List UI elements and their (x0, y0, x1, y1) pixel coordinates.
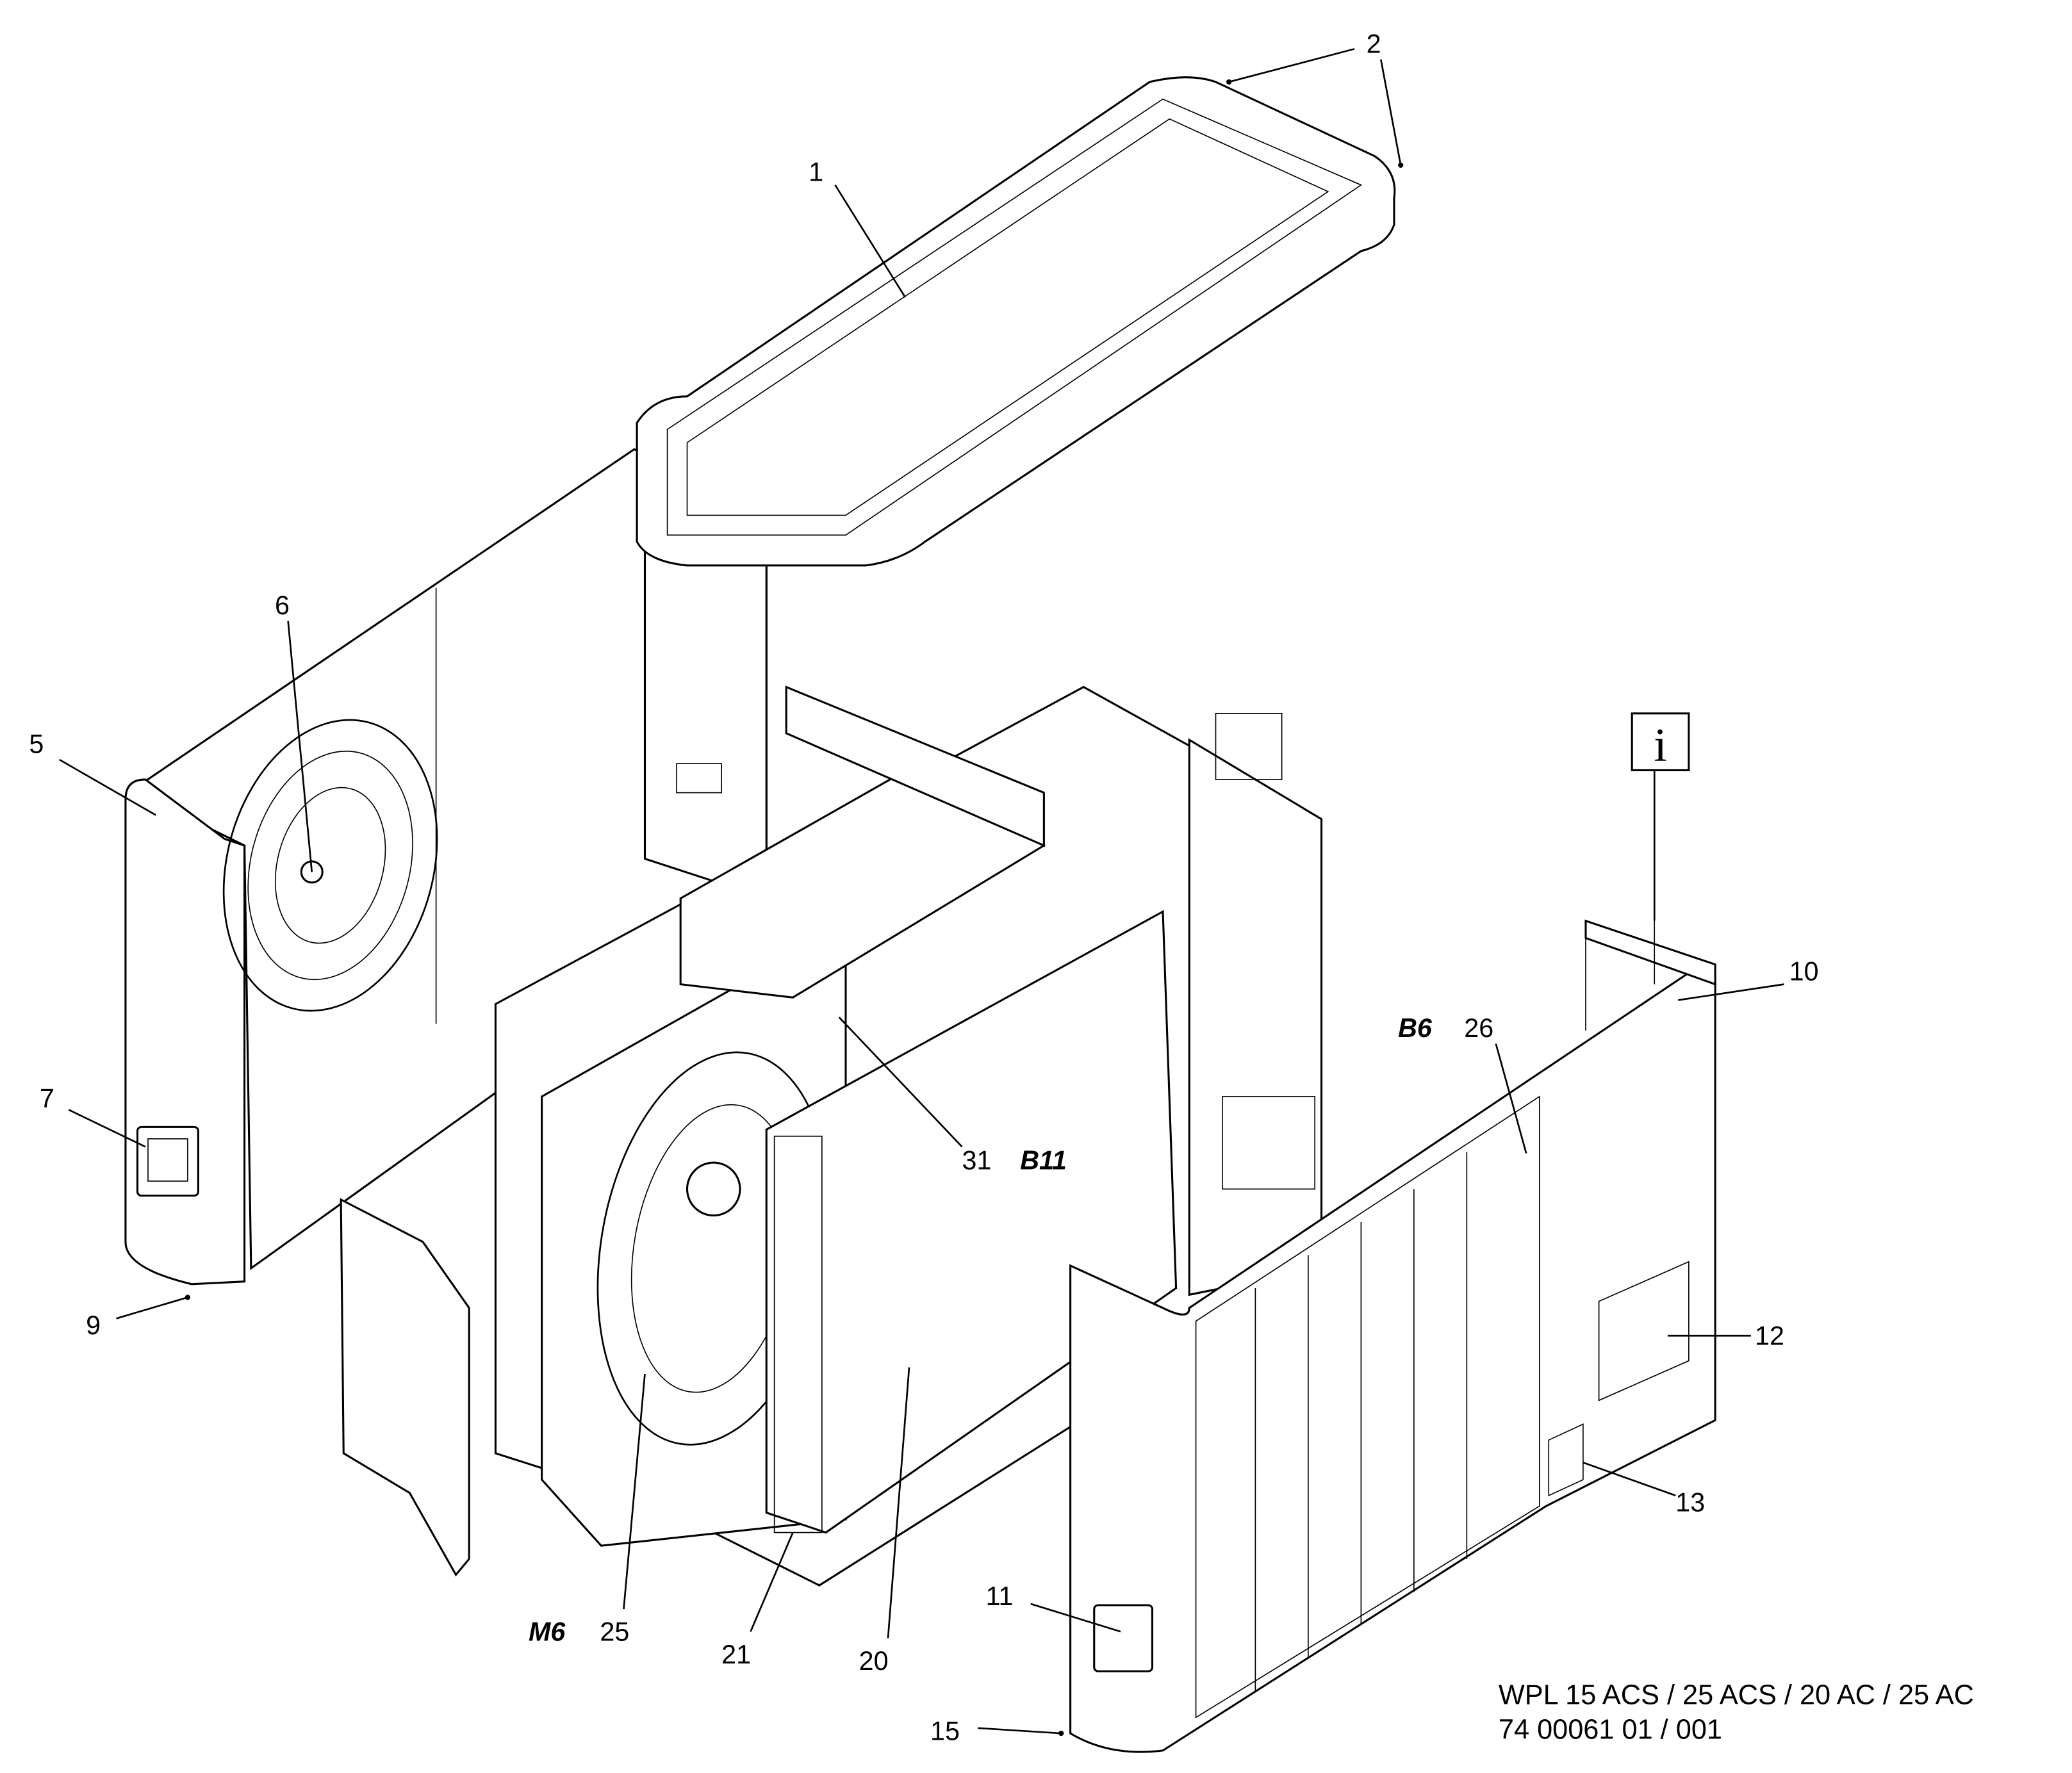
info-symbol: i (1654, 719, 1667, 772)
label-6: 6 (275, 591, 290, 620)
code-b11: B11 (1020, 1145, 1067, 1175)
label-15: 15 (930, 1716, 960, 1745)
side-baffle (340, 1198, 470, 1577)
label-11: 11 (986, 1581, 1014, 1611)
code-b6: B6 (1398, 1013, 1433, 1043)
label-20: 20 (859, 1646, 889, 1676)
grille-slots (1254, 1152, 1468, 1692)
label-13: 13 (1675, 1488, 1705, 1517)
left-side-panel (124, 778, 246, 1286)
label-10: 10 (1789, 956, 1819, 986)
top-cover (636, 76, 1396, 567)
part-labels: 1 2 5 6 7 9 10 11 12 13 15 20 21 25 26 3… (29, 29, 1818, 1746)
drawing-number: 74 00061 01 / 001 (1499, 1714, 1722, 1745)
label-9: 9 (86, 1311, 101, 1340)
label-12: 12 (1755, 1321, 1784, 1351)
model-title: WPL 15 ACS / 25 ACS / 20 AC / 25 AC (1499, 1680, 1974, 1711)
label-1: 1 (809, 158, 823, 187)
label-5: 5 (29, 730, 44, 759)
label-21: 21 (721, 1640, 751, 1669)
code-m6: M6 (529, 1617, 566, 1647)
leader-lines (59, 48, 1784, 1736)
label-31: 31 (962, 1145, 992, 1175)
front-right-panel (1069, 919, 1716, 1753)
info-box: i (1631, 712, 1690, 921)
label-25: 25 (600, 1617, 629, 1647)
label-7: 7 (40, 1083, 54, 1113)
label-2: 2 (1367, 29, 1381, 59)
label-26: 26 (1464, 1013, 1493, 1043)
